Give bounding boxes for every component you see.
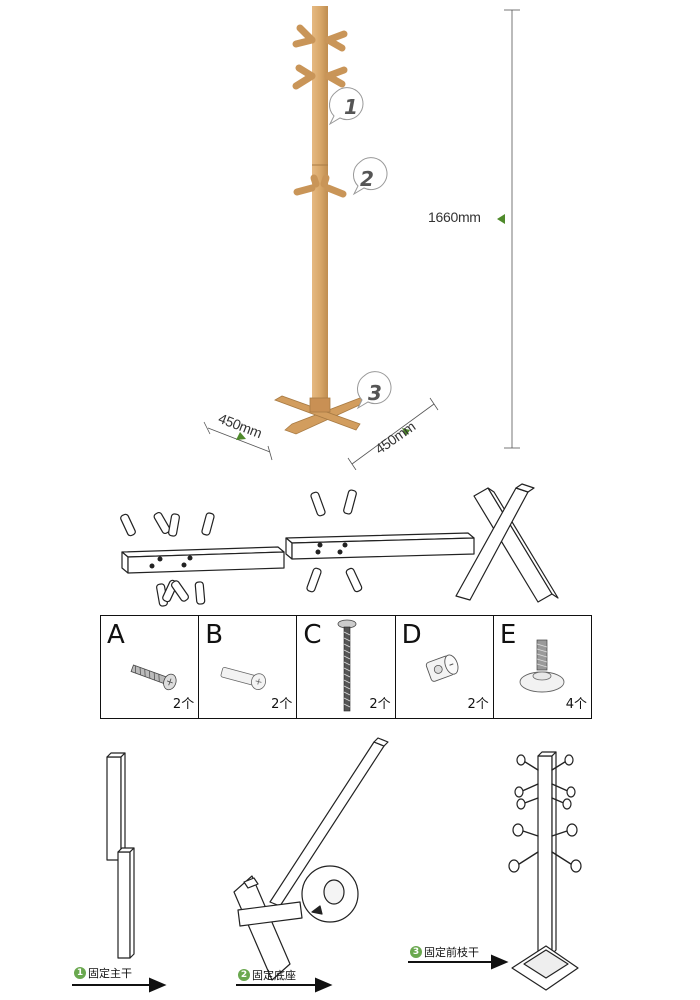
part-letter: E <box>499 620 517 650</box>
step-1-label: 1 固定主干 <box>74 965 132 981</box>
rail-left <box>121 546 285 574</box>
main-pole <box>312 6 328 401</box>
part-letter: C <box>303 620 322 650</box>
cross-base <box>455 483 559 603</box>
exploded-diagram <box>120 483 559 607</box>
pegs-right <box>306 489 363 593</box>
part-qty: 4个 <box>565 697 588 712</box>
screw-icon <box>130 664 177 691</box>
height-dimension-line <box>504 9 520 449</box>
barrel-nut-icon <box>425 654 459 682</box>
part-qty: 2个 <box>172 697 195 712</box>
step-text: 固定主干 <box>88 967 132 980</box>
height-arrow-icon <box>497 214 505 224</box>
svg-text:3: 3 <box>368 381 382 405</box>
part-cell-d: D 2个 <box>396 616 494 718</box>
width-left-dimension-line <box>203 421 273 461</box>
pegs-left-bottom <box>156 579 206 607</box>
step-2-label: 2 固定底座 <box>238 967 296 983</box>
step3-hook-ends <box>508 754 582 873</box>
dowel-bolt-icon <box>220 667 267 690</box>
callout-2: 2 <box>352 157 388 196</box>
part-qty: 2个 <box>271 697 293 712</box>
step-text: 固定前枝干 <box>424 946 479 959</box>
part-letter: D <box>401 620 422 650</box>
step2-detail-circle <box>301 865 359 923</box>
foot-pad-icon <box>519 639 565 693</box>
base <box>274 395 367 435</box>
part-cell-e: E 4个 <box>494 616 591 718</box>
part-cell-b: B 2个 <box>199 616 298 718</box>
step-number-badge: 3 <box>410 946 422 958</box>
part-cell-c: C 2个 <box>297 616 396 718</box>
part-letter: A <box>107 620 125 650</box>
long-bolt-icon <box>338 619 357 712</box>
svg-text:1: 1 <box>344 95 358 119</box>
top-hooks <box>292 24 348 198</box>
height-label: 1660mm <box>428 209 481 225</box>
part-qty: 2个 <box>467 697 489 712</box>
part-cell-a: A 2个 <box>101 616 200 718</box>
step-number-badge: 2 <box>238 969 250 981</box>
step-3-label: 3 固定前枝干 <box>410 944 479 960</box>
step-arrows <box>72 954 509 993</box>
step3-rack <box>511 751 579 991</box>
pegs-left-top <box>120 511 215 537</box>
callout-3: 3 <box>356 371 392 410</box>
width-right-arrow-icon <box>402 428 410 436</box>
step2-base <box>233 875 303 981</box>
step-text: 固定底座 <box>252 969 296 982</box>
part-letter: B <box>205 620 224 650</box>
width-left-arrow-icon <box>236 432 246 440</box>
callout-1: 1 <box>328 87 364 126</box>
parts-table: A 2个 B 2个 C 2个 D <box>100 615 592 719</box>
step-number-badge: 1 <box>74 967 86 979</box>
width-right-dimension-line <box>347 397 439 470</box>
product-illustration: 1 2 3 <box>203 6 520 470</box>
part-qty: 2个 <box>369 697 391 712</box>
step1-pole <box>106 752 135 959</box>
svg-text:2: 2 <box>360 167 374 191</box>
rail-right <box>285 532 475 560</box>
